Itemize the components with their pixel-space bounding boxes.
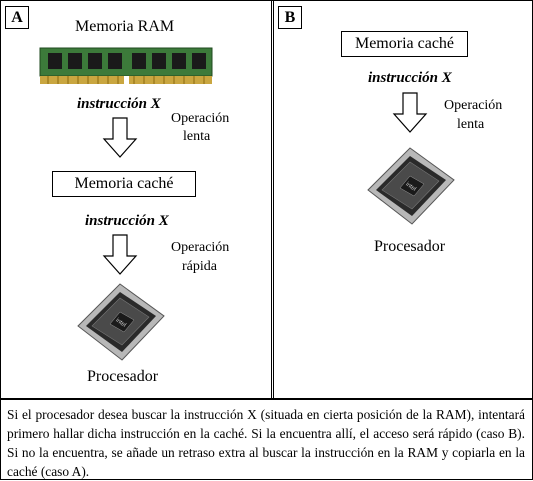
processor-label: Procesador — [87, 368, 159, 385]
panel-b-tag: B — [278, 6, 302, 29]
op-slow-line1: Operación — [171, 111, 230, 126]
op-slow-line2: lenta — [457, 117, 485, 132]
processor-label: Procesador — [374, 238, 446, 255]
instruction-x-label: instrucción X — [85, 213, 169, 229]
caption-divider — [0, 398, 533, 400]
svg-text:intel: intel — [404, 182, 416, 193]
op-slow-line2: lenta — [183, 129, 211, 144]
cache-box: Memoria caché — [341, 31, 468, 57]
instruction-x-label: instrucción X — [77, 96, 161, 112]
processor-chip-image: intel — [77, 283, 165, 361]
svg-text:intel: intel — [114, 318, 126, 329]
cache-box: Memoria caché — [52, 171, 196, 197]
processor-chip-image: intel — [367, 147, 455, 225]
panel-a-tag: A — [5, 6, 29, 29]
instruction-x-label: instrucción X — [368, 70, 452, 86]
panel-divider — [271, 0, 274, 398]
ram-module-image — [39, 47, 213, 85]
down-arrow-icon — [102, 234, 138, 275]
op-fast-line1: Operación — [171, 240, 230, 255]
down-arrow-icon — [392, 92, 428, 133]
op-slow-line1: Operación — [444, 98, 503, 113]
ram-label: Memoria RAM — [75, 18, 175, 35]
down-arrow-icon — [102, 117, 138, 158]
caption-text: Si el procesador desea buscar la instruc… — [7, 407, 525, 479]
op-fast-line2: rápida — [182, 259, 217, 274]
